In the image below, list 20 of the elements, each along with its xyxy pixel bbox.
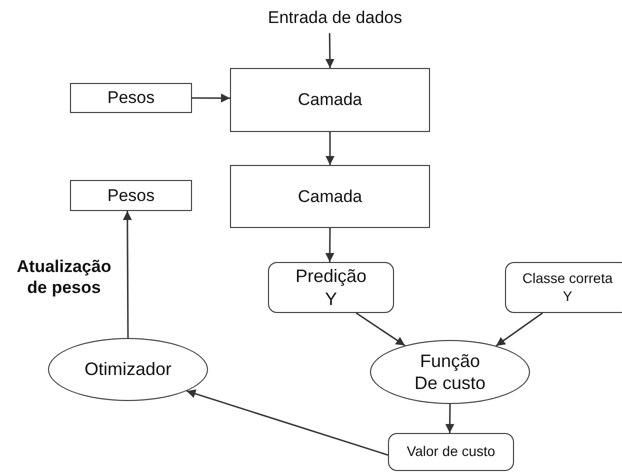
edge-label: Atualização de pesos: [16, 256, 112, 298]
ellipse-node: Otimizador: [48, 338, 208, 401]
arrow: [445, 404, 454, 433]
arrow: [325, 228, 334, 262]
arrow: [186, 389, 388, 456]
process-box: Pesos: [70, 180, 192, 211]
process-box: Camada: [230, 165, 430, 228]
rounded-box: Valor de custo: [388, 433, 514, 471]
input-label: Entrada de dados: [245, 4, 425, 32]
arrow: [326, 132, 334, 165]
arrow: [192, 94, 230, 103]
process-box: Camada: [230, 68, 430, 132]
rounded-box: Classe correta Y: [505, 262, 622, 313]
arrow: [356, 312, 406, 346]
rounded-box: Predição Y: [268, 262, 394, 313]
process-box: Pesos: [70, 83, 192, 113]
arrow: [496, 312, 543, 346]
ellipse-node: Função De custo: [370, 340, 530, 404]
arrow: [325, 33, 334, 68]
arrow: [122, 211, 132, 338]
